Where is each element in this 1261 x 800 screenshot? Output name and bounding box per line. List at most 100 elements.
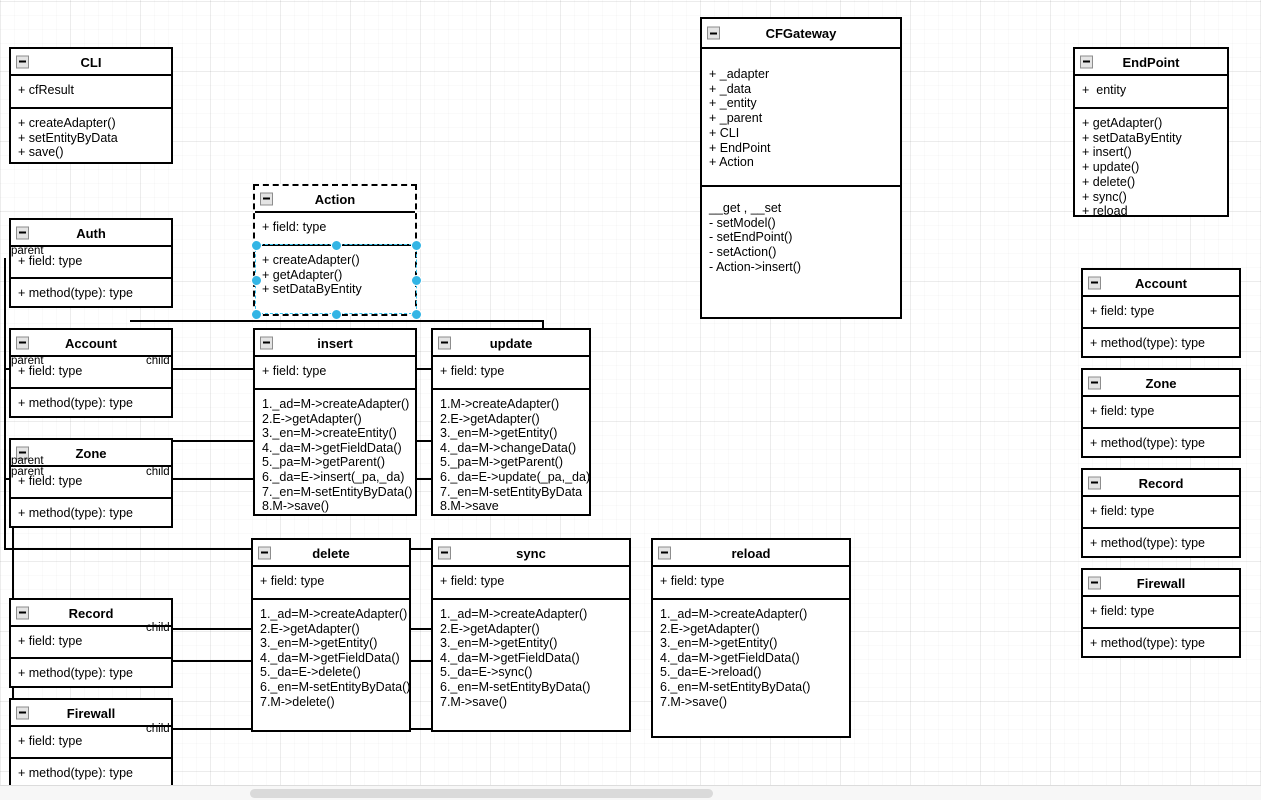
class-box-endpoint[interactable]: EndPoint + entity + getAdapter() + setDa…: [1073, 47, 1229, 218]
resize-handle-ne[interactable]: [410, 239, 422, 251]
class-header[interactable]: Firewall: [1083, 570, 1239, 597]
attributes-compartment[interactable]: + field: type: [11, 467, 171, 497]
attributes-compartment[interactable]: + field: type: [255, 213, 415, 244]
attributes-compartment[interactable]: + field: type: [1083, 297, 1239, 327]
collapse-icon[interactable]: [438, 336, 451, 349]
methods-compartment[interactable]: 1._ad=M->createAdapter() 2.E->getAdapter…: [253, 598, 410, 730]
attributes-compartment[interactable]: + cfResult: [11, 76, 171, 107]
attributes-compartment[interactable]: + _adapter + _data + _entity + _parent +…: [702, 49, 900, 185]
connector-segment[interactable]: [130, 320, 544, 322]
methods-compartment[interactable]: + method(type): type: [1083, 427, 1239, 457]
methods-compartment[interactable]: + method(type): type: [11, 657, 171, 687]
resize-handle-e[interactable]: [410, 274, 422, 286]
methods-compartment[interactable]: + method(type): type: [1083, 627, 1239, 657]
collapse-icon[interactable]: [16, 446, 29, 459]
class-box-zone-right[interactable]: Zone + field: type + method(type): type: [1081, 368, 1241, 458]
methods-compartment[interactable]: + createAdapter() + setEntityByData + sa…: [11, 107, 171, 164]
class-header[interactable]: insert: [255, 330, 415, 357]
resize-handle-s[interactable]: [330, 308, 342, 320]
resize-handle-se[interactable]: [410, 308, 422, 320]
class-header[interactable]: sync: [433, 540, 629, 567]
methods-compartment[interactable]: + method(type): type: [1083, 527, 1239, 557]
methods-compartment[interactable]: + createAdapter() + getAdapter() + setDa…: [255, 244, 415, 314]
collapse-icon[interactable]: [1088, 376, 1101, 389]
attributes-compartment[interactable]: + field: type: [1083, 497, 1239, 527]
methods-compartment[interactable]: 1._ad=M->createAdapter() 2.E->getAdapter…: [653, 598, 849, 736]
methods-compartment[interactable]: 1._ad=M->createAdapter() 2.E->getAdapter…: [255, 388, 415, 514]
class-box-firewall-left[interactable]: Firewall + field: type + method(type): t…: [9, 698, 173, 788]
methods-compartment[interactable]: + method(type): type: [11, 757, 171, 787]
collapse-icon[interactable]: [1088, 576, 1101, 589]
attributes-compartment[interactable]: + field: type: [653, 567, 849, 598]
collapse-icon[interactable]: [1088, 276, 1101, 289]
connector-segment[interactable]: [4, 258, 6, 370]
resize-handle-w[interactable]: [250, 274, 262, 286]
collapse-icon[interactable]: [1088, 476, 1101, 489]
class-header[interactable]: delete: [253, 540, 409, 567]
class-box-sync[interactable]: sync + field: type 1._ad=M->createAdapte…: [431, 538, 631, 732]
collapse-icon[interactable]: [260, 192, 273, 205]
class-header[interactable]: Action: [255, 186, 415, 213]
methods-compartment[interactable]: + method(type): type: [1083, 327, 1239, 357]
attributes-compartment[interactable]: + field: type: [433, 357, 589, 388]
methods-compartment[interactable]: 1.M->createAdapter() 2.E->getAdapter() 3…: [433, 388, 590, 514]
connector-segment[interactable]: [4, 368, 6, 480]
attributes-compartment[interactable]: + field: type: [11, 357, 171, 387]
class-box-action[interactable]: Action + field: type + createAdapter() +…: [253, 184, 417, 316]
collapse-icon[interactable]: [16, 606, 29, 619]
class-header[interactable]: update: [433, 330, 589, 357]
collapse-icon[interactable]: [258, 546, 271, 559]
class-box-account-left[interactable]: Account + field: type + method(type): ty…: [9, 328, 173, 418]
class-header[interactable]: Auth: [11, 220, 171, 247]
class-header[interactable]: Account: [11, 330, 171, 357]
class-header[interactable]: CFGateway: [702, 19, 900, 49]
class-header[interactable]: Zone: [11, 440, 171, 467]
class-header[interactable]: EndPoint: [1075, 49, 1227, 76]
class-header[interactable]: CLI: [11, 49, 171, 76]
class-box-delete[interactable]: delete + field: type 1._ad=M->createAdap…: [251, 538, 411, 732]
methods-compartment[interactable]: 1._ad=M->createAdapter() 2.E->getAdapter…: [433, 598, 629, 730]
collapse-icon[interactable]: [260, 336, 273, 349]
class-box-insert[interactable]: insert + field: type 1._ad=M->createAdap…: [253, 328, 417, 516]
attributes-compartment[interactable]: + field: type: [1083, 397, 1239, 427]
attributes-compartment[interactable]: + field: type: [253, 567, 409, 598]
connector-segment[interactable]: [4, 468, 6, 550]
collapse-icon[interactable]: [16, 226, 29, 239]
resize-handle-sw[interactable]: [250, 308, 262, 320]
horizontal-scrollbar-track[interactable]: [0, 785, 1261, 800]
class-box-account-right[interactable]: Account + field: type + method(type): ty…: [1081, 268, 1241, 358]
class-box-cfgateway[interactable]: CFGateway + _adapter + _data + _entity +…: [700, 17, 902, 319]
resize-handle-nw[interactable]: [250, 239, 262, 251]
methods-compartment[interactable]: + getAdapter() + setDataByEntity + inser…: [1075, 107, 1227, 218]
class-header[interactable]: Record: [11, 600, 171, 627]
class-header[interactable]: Zone: [1083, 370, 1239, 397]
methods-compartment[interactable]: __get , __set - setModel() - setEndPoint…: [702, 185, 900, 319]
attributes-compartment[interactable]: + field: type: [255, 357, 415, 388]
attributes-compartment[interactable]: + field: type: [11, 247, 171, 277]
class-box-update[interactable]: update + field: type 1.M->createAdapter(…: [431, 328, 591, 516]
attributes-compartment[interactable]: + entity: [1075, 76, 1227, 107]
attributes-compartment[interactable]: + field: type: [11, 727, 171, 757]
class-box-auth[interactable]: Auth + field: type + method(type): type: [9, 218, 173, 308]
resize-handle-n[interactable]: [330, 239, 342, 251]
collapse-icon[interactable]: [16, 706, 29, 719]
collapse-icon[interactable]: [16, 336, 29, 349]
class-header[interactable]: Firewall: [11, 700, 171, 727]
collapse-icon[interactable]: [16, 55, 29, 68]
class-header[interactable]: Record: [1083, 470, 1239, 497]
methods-compartment[interactable]: + method(type): type: [11, 277, 171, 307]
class-box-record-right[interactable]: Record + field: type + method(type): typ…: [1081, 468, 1241, 558]
collapse-icon[interactable]: [707, 26, 720, 40]
collapse-icon[interactable]: [658, 546, 671, 559]
attributes-compartment[interactable]: + field: type: [433, 567, 629, 598]
class-box-firewall-right[interactable]: Firewall + field: type + method(type): t…: [1081, 568, 1241, 658]
methods-compartment[interactable]: + method(type): type: [11, 387, 171, 417]
class-box-record-left[interactable]: Record + field: type + method(type): typ…: [9, 598, 173, 688]
collapse-icon[interactable]: [438, 546, 451, 559]
horizontal-scrollbar-thumb[interactable]: [250, 789, 713, 798]
class-header[interactable]: Account: [1083, 270, 1239, 297]
collapse-icon[interactable]: [1080, 55, 1093, 68]
attributes-compartment[interactable]: + field: type: [11, 627, 171, 657]
class-box-zone-left[interactable]: Zone + field: type + method(type): type: [9, 438, 173, 528]
